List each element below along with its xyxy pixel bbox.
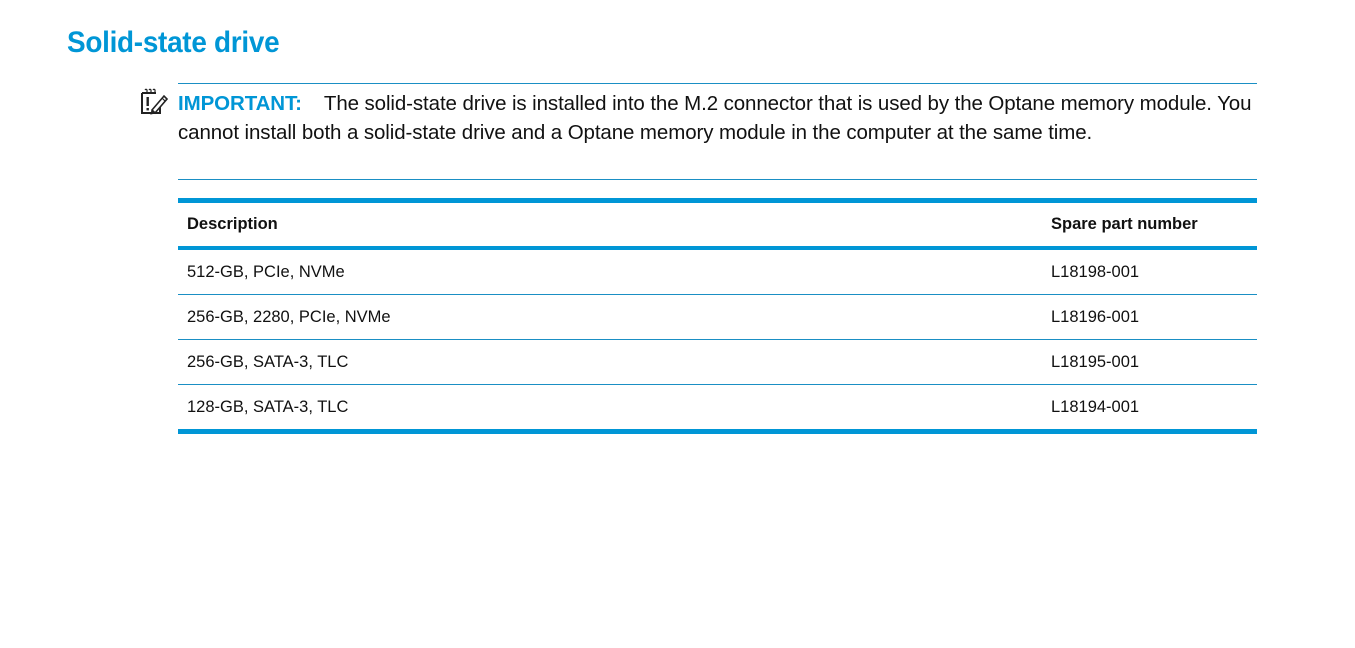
cell-description: 256-GB, 2280, PCIe, NVMe [187,307,391,326]
important-notice: IMPORTANT:The solid-state drive is insta… [141,83,1257,180]
table-header-row: Description Spare part number [178,200,1257,248]
notepad-pencil-icon [139,88,169,116]
table-row: 128-GB, SATA-3, TLC L18194-001 [178,385,1257,432]
table-row: 512-GB, PCIe, NVMe L18198-001 [178,248,1257,295]
section-title: Solid-state drive [67,26,280,59]
spare-parts-table: Description Spare part number 512-GB, PC… [178,198,1257,434]
table-row: 256-GB, 2280, PCIe, NVMe L18196-001 [178,295,1257,340]
cell-spare-part-number: L18195-001 [1051,352,1140,371]
table-row: 256-GB, SATA-3, TLC L18195-001 [178,340,1257,385]
column-header-description: Description [187,215,278,233]
cell-description: 512-GB, PCIe, NVMe [187,262,345,281]
notice-text: IMPORTANT:The solid-state drive is insta… [178,89,1257,147]
notice-body: The solid-state drive is installed into … [178,92,1252,144]
cell-spare-part-number: L18196-001 [1051,307,1140,326]
cell-description: 256-GB, SATA-3, TLC [187,352,349,371]
cell-spare-part-number: L18194-001 [1051,397,1140,416]
cell-description: 128-GB, SATA-3, TLC [187,397,349,416]
cell-spare-part-number: L18198-001 [1051,262,1140,281]
important-label: IMPORTANT: [178,92,302,115]
column-header-spare-part-number: Spare part number [1051,215,1198,233]
